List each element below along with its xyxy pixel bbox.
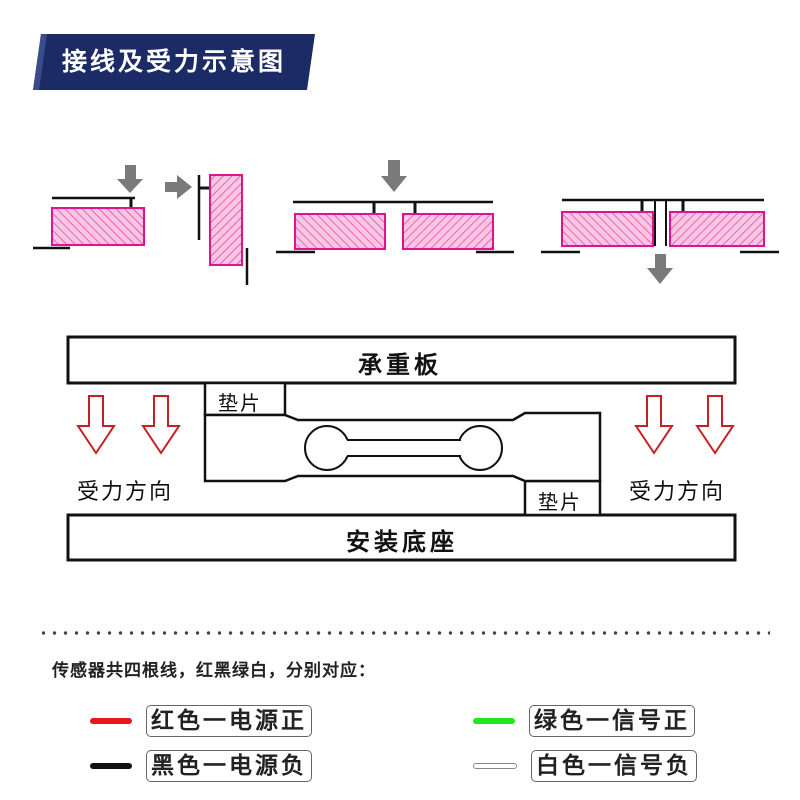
dotted-divider [38, 630, 770, 636]
red-wire-swatch [90, 718, 132, 724]
diagram-canvas [33, 160, 779, 562]
wire-legend-red: 红色一电源正 [90, 704, 312, 738]
green-wire-label: 绿色一信号正 [529, 705, 695, 737]
shim-label-left: 垫片 [218, 391, 262, 415]
black-wire-swatch [90, 763, 132, 769]
force-arrow-down [76, 395, 116, 455]
gray-arrow-down [117, 165, 143, 193]
force-arrow-down [695, 395, 735, 455]
wire-legend-green: 绿色一信号正 [473, 704, 695, 738]
gray-arrow-down [381, 160, 407, 192]
title-banner: 接线及受力示意图 [33, 34, 315, 90]
white-wire-swatch [473, 763, 517, 769]
bottom-base [66, 513, 737, 562]
wire-legend-white: 白色一信号负 [473, 749, 697, 783]
mount-example-2 [165, 174, 249, 285]
force-direction-label-left: 受力方向 [77, 480, 174, 505]
load-cell-block [209, 174, 243, 266]
mount-example-4 [541, 198, 779, 284]
force-arrows [76, 395, 735, 455]
gray-arrow-down [647, 254, 673, 284]
force-arrow-down [634, 395, 674, 455]
mount-example-1 [33, 165, 145, 250]
green-wire-swatch [473, 718, 515, 724]
load-cell-block [561, 211, 654, 247]
wire-legend-black: 黑色一电源负 [90, 749, 312, 783]
shim-top-left [203, 381, 287, 417]
shim-label-right: 垫片 [538, 490, 582, 514]
bottom-base-label: 安装底座 [346, 528, 458, 556]
red-wire-label: 红色一电源正 [146, 705, 312, 737]
wiring-note: 传感器共四根线，红黑绿白，分别对应： [52, 661, 376, 681]
gray-arrow-right [165, 175, 192, 199]
force-arrow-down [141, 395, 181, 455]
black-wire-label: 黑色一电源负 [146, 750, 312, 782]
load-cell-block [51, 207, 145, 246]
load-cell-block [669, 211, 765, 247]
load-cell-block [402, 213, 494, 250]
force-direction-label-right: 受力方向 [629, 480, 726, 505]
white-wire-label: 白色一信号负 [531, 750, 697, 782]
dumbbell-hole [304, 425, 503, 471]
page-title: 接线及受力示意图 [61, 47, 286, 76]
mount-example-3 [276, 160, 514, 254]
load-cell-block [294, 213, 386, 250]
top-plate [66, 335, 737, 385]
title-banner-shape [33, 34, 315, 90]
top-plate-label: 承重板 [358, 351, 442, 379]
